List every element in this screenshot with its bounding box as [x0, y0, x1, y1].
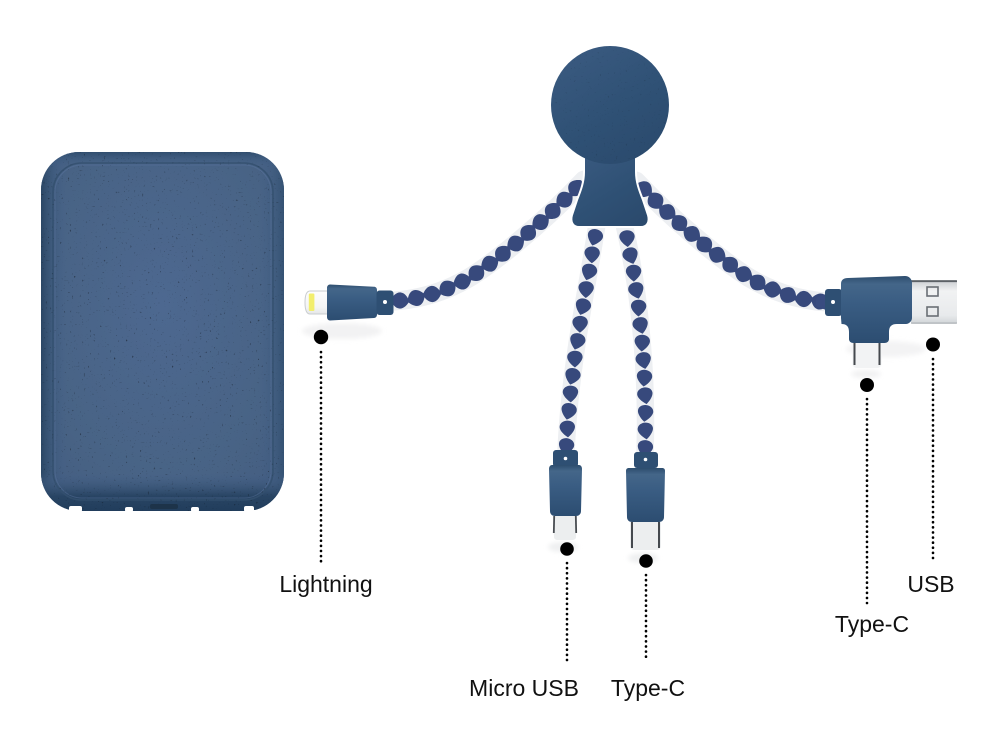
svg-text:Lightning: Lightning — [279, 571, 372, 597]
svg-text:Type-C: Type-C — [611, 675, 685, 701]
svg-text:USB: USB — [907, 571, 954, 597]
svg-text:Micro USB: Micro USB — [469, 675, 579, 701]
svg-text:Type-C: Type-C — [835, 611, 909, 637]
